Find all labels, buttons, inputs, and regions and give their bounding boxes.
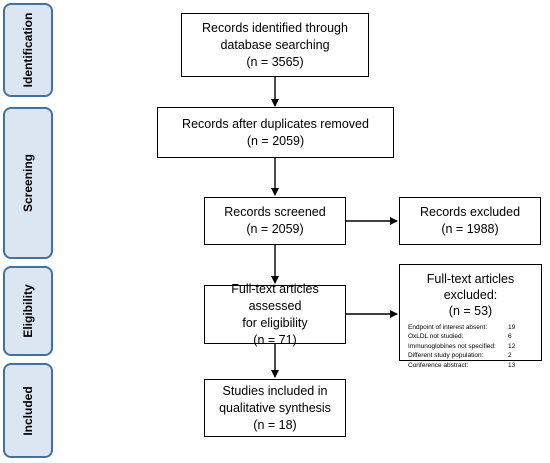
box-line: Full-text articles assessed bbox=[231, 281, 319, 313]
exclusion-reason-row: Endpoint of interest absent: 19 bbox=[408, 323, 533, 332]
exclusion-reason-label: OxLDL not studied: bbox=[408, 333, 464, 341]
exclusion-reason-label: Endpoint of interest absent: bbox=[408, 324, 488, 331]
box-line: (n = 1988) bbox=[441, 222, 499, 236]
box-line: (n = 18) bbox=[253, 417, 297, 432]
exclusion-reason-count: 19 bbox=[508, 324, 516, 331]
box-fulltext-excluded: Full-text articles excluded: (n = 53) En… bbox=[399, 264, 542, 369]
box-fulltext-assessed: Full-text articles assessed for eligibil… bbox=[204, 282, 346, 347]
box-line: Records screened bbox=[224, 205, 326, 219]
box-line: (n = 3565) bbox=[246, 54, 304, 69]
box-line: for eligibility bbox=[242, 315, 308, 330]
box-duplicates-removed: Records after duplicates removed (n = 20… bbox=[157, 107, 394, 158]
exclusion-reason-count: 6 bbox=[508, 333, 512, 341]
box-line: database searching bbox=[220, 37, 330, 52]
fulltext-excluded-title: Full-text articles excluded: bbox=[426, 272, 515, 302]
box-line: (n = 2059) bbox=[246, 222, 304, 236]
exclusion-reason-label: Conference abstract: bbox=[408, 361, 469, 369]
exclusion-reason-count: 12 bbox=[508, 342, 516, 350]
box-studies-included: Studies included in qualitative synthesi… bbox=[204, 379, 346, 437]
exclusion-reasons-list: Endpoint of interest absent: 19 OxLDL no… bbox=[408, 323, 533, 370]
stage-tab-included: Included bbox=[3, 363, 53, 458]
stage-tab-identification: Identification bbox=[3, 3, 53, 97]
exclusion-reason-row: Different study population: 2 bbox=[408, 351, 533, 360]
exclusion-reason-row: Immunoglobines not specified: 12 bbox=[408, 342, 533, 351]
exclusion-reason-label: Immunoglobines not specified: bbox=[408, 342, 496, 350]
box-line: Studies included in bbox=[222, 383, 328, 398]
stage-tab-eligibility: Eligibility bbox=[3, 266, 53, 356]
box-line: Records excluded bbox=[419, 205, 521, 219]
box-line: qualitative synthesis bbox=[219, 400, 331, 415]
exclusion-reason-row: OxLDL not studied: 6 bbox=[408, 332, 533, 341]
exclusion-reason-row: Conference abstract: 13 bbox=[408, 361, 533, 370]
fulltext-excluded-count: (n = 53) bbox=[448, 304, 493, 318]
box-line: Records identified through bbox=[202, 20, 348, 35]
box-line: Records after duplicates removed bbox=[182, 116, 369, 131]
stage-tab-screening: Screening bbox=[3, 107, 53, 259]
box-records-screened: Records screened (n = 2059) bbox=[204, 197, 346, 245]
box-records-excluded: Records excluded (n = 1988) bbox=[399, 197, 541, 245]
box-line: (n = 2059) bbox=[246, 133, 305, 148]
box-records-identified: Records identified through database sear… bbox=[181, 13, 369, 77]
exclusion-reason-count: 2 bbox=[508, 352, 512, 360]
exclusion-reason-count: 13 bbox=[508, 361, 516, 369]
exclusion-reason-label: Different study population: bbox=[408, 352, 484, 360]
box-line: (n = 71) bbox=[253, 332, 297, 347]
